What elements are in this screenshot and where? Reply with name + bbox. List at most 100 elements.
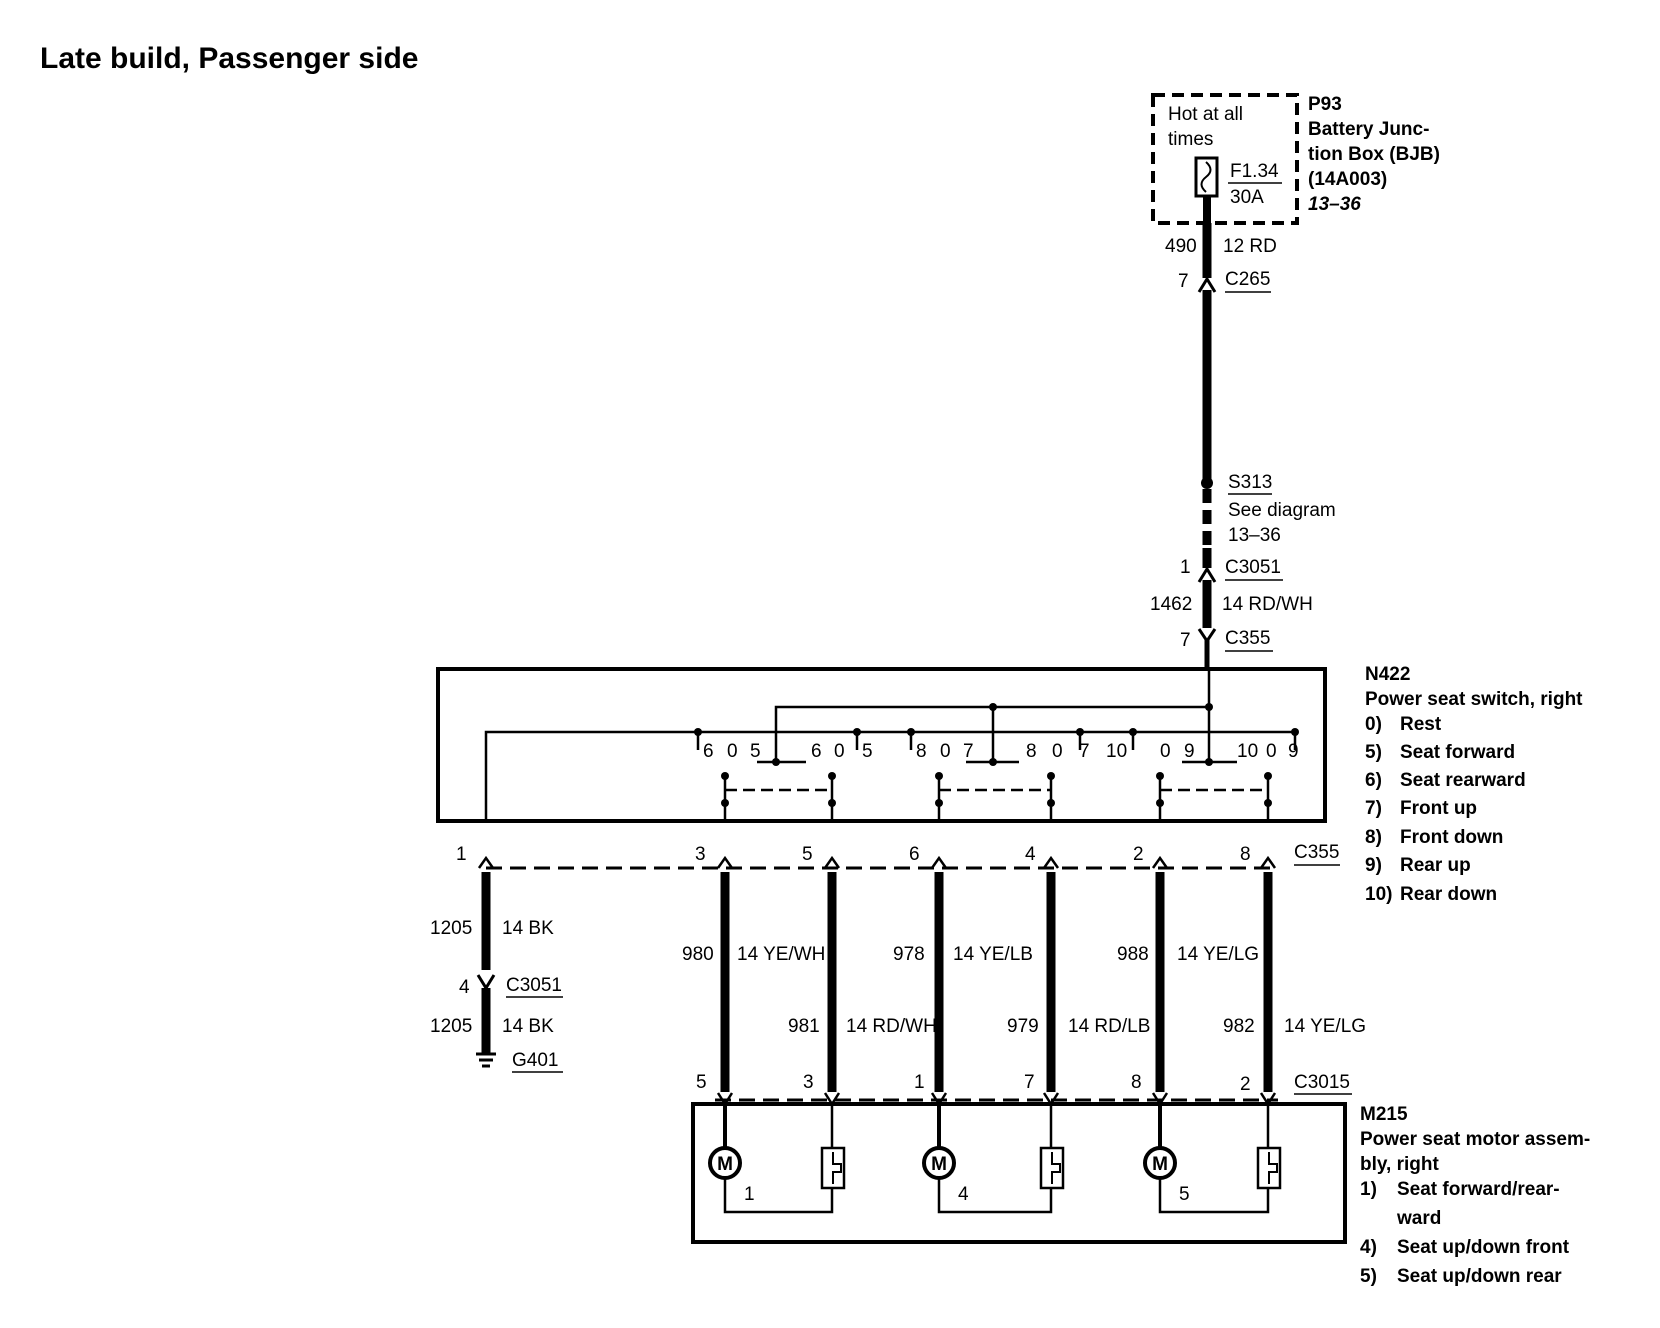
circuit-490: 490 [1165, 236, 1197, 257]
motor-unit-5: M 5 [1143, 1104, 1282, 1214]
contact-label: 0 [1052, 741, 1063, 762]
ground-icon [476, 1052, 496, 1068]
c3015-pin: 7 [1024, 1072, 1035, 1093]
contact-label: 7 [963, 741, 974, 762]
switch-name: Power seat switch, right [1365, 689, 1583, 710]
fuse-id: F1.34 [1230, 161, 1279, 182]
legend-text-8: Front down [1400, 827, 1503, 848]
c3015-pin: 3 [803, 1072, 814, 1093]
contact-label: 0 [727, 741, 738, 762]
c355-pin: 8 [1240, 844, 1251, 865]
s313-note-1: See diagram [1228, 500, 1336, 521]
c3015-pin: 8 [1131, 1072, 1142, 1093]
wire-circuit: 982 [1223, 1016, 1255, 1037]
motor-legend-key-4: 4) [1360, 1237, 1377, 1258]
bjb-ref: 13–36 [1308, 194, 1361, 215]
c3015-label: C3015 [1294, 1072, 1350, 1093]
wire-color: 14 YE/LG [1177, 944, 1259, 965]
c3015-pin-labels: 5 3 1 7 8 2 [696, 1072, 1251, 1095]
motor-legend-text-4: Seat up/down front [1397, 1237, 1570, 1258]
switch-n422-box [436, 667, 1327, 823]
s313-note-2: 13–36 [1228, 525, 1281, 546]
motor-name-1: Power seat motor assem- [1360, 1129, 1590, 1150]
wire-14rdwh: 14 RD/WH [1222, 594, 1313, 615]
motor-unit-1: M 1 [708, 1104, 846, 1214]
wire-color: 14 YE/LG [1284, 1016, 1366, 1037]
fuse-rating: 30A [1230, 187, 1264, 208]
ground-wire-2: 14 BK [502, 1016, 554, 1037]
c355-top-pin: 7 [1180, 630, 1191, 651]
motor-number: 4 [958, 1184, 969, 1205]
legend-text-6: Seat rearward [1400, 770, 1526, 791]
legend-key-9: 9) [1365, 855, 1382, 876]
contact-label: 9 [1288, 741, 1299, 762]
motor-name-2: bly, right [1360, 1154, 1439, 1175]
switch-internal-wiring [484, 669, 1297, 821]
c355-pin: 1 [456, 844, 467, 865]
c355-top-connector-icon [1197, 628, 1217, 644]
legend-key-8: 8) [1365, 827, 1382, 848]
legend-text-7: Front up [1400, 798, 1477, 819]
legend-key-0: 0) [1365, 714, 1382, 735]
motor-legend-text-5: Seat up/down rear [1397, 1266, 1562, 1287]
circuit-breaker-icon [1039, 1146, 1065, 1190]
ground-c3051-pin: 4 [459, 977, 470, 998]
legend-key-10: 10) [1365, 884, 1392, 905]
motor-legend-text-1: Seat forward/rear- [1397, 1179, 1560, 1200]
circuit-breaker-icon [1256, 1146, 1282, 1190]
contact-label: 10 [1237, 741, 1258, 762]
circuit-1462: 1462 [1150, 594, 1192, 615]
contact-label: 8 [916, 741, 927, 762]
motor-number: 1 [744, 1184, 755, 1205]
c355-top-label: C355 [1225, 628, 1270, 649]
motor-symbol: M [717, 1154, 733, 1175]
ground-c3051-label: C3051 [506, 975, 562, 996]
s313-splice-icon [1201, 477, 1213, 489]
c265-pin: 7 [1178, 271, 1189, 292]
contact-label: 10 [1106, 741, 1127, 762]
page-title: Late build, Passenger side [40, 42, 418, 75]
contact-label: 7 [1079, 741, 1090, 762]
contact-label: 0 [940, 741, 951, 762]
contact-label: 0 [1266, 741, 1277, 762]
c355-pin: 6 [909, 844, 920, 865]
c355-pin-arrows [477, 855, 1277, 869]
motor-symbol: M [931, 1154, 947, 1175]
wire-color: 14 RD/LB [1068, 1016, 1150, 1037]
contact-label: 6 [703, 741, 714, 762]
wire-12rd: 12 RD [1223, 236, 1277, 257]
harness-wires [720, 872, 1273, 1092]
switch-contact-labels: 6 0 5 6 0 5 8 0 7 8 0 7 10 0 9 10 0 9 [703, 741, 1299, 762]
contact-label: 0 [834, 741, 845, 762]
legend-text-10: Rear down [1400, 884, 1497, 905]
c355-pin: 2 [1133, 844, 1144, 865]
switch-legend: 0) Rest 5) Seat forward 6) Seat rearward… [1365, 714, 1526, 905]
motor-id: M215 [1360, 1104, 1408, 1125]
ground-wire-1: 14 BK [502, 918, 554, 939]
ground-circuit-1: 1205 [430, 918, 472, 939]
hot-at-all-times-label: Hot at all [1168, 104, 1243, 125]
motor-number: 5 [1179, 1184, 1190, 1205]
motor-legend: 1) Seat forward/rear- ward 4) Seat up/do… [1360, 1179, 1570, 1287]
c355-pin: 3 [695, 844, 706, 865]
wire-circuit: 979 [1007, 1016, 1039, 1037]
bjb-part: (14A003) [1308, 169, 1387, 190]
motor-unit-4: M 4 [922, 1104, 1065, 1214]
motor-legend-text-1b: ward [1396, 1208, 1441, 1229]
c355-pin: 5 [802, 844, 813, 865]
contact-label: 5 [750, 741, 761, 762]
c3015-pin: 2 [1240, 1074, 1251, 1095]
legend-key-6: 6) [1365, 770, 1382, 791]
bjb-id: P93 [1308, 94, 1342, 115]
wire-color: 14 YE/WH [737, 944, 825, 965]
c3051-label: C3051 [1225, 557, 1281, 578]
ground-circuit-2: 1205 [430, 1016, 472, 1037]
ground-id: G401 [512, 1050, 558, 1071]
fuse-element-icon [1200, 161, 1212, 193]
c3051-connector-icon [1197, 566, 1217, 583]
c355-bottom-label: C355 [1294, 842, 1339, 863]
c265-connector-icon [1197, 276, 1217, 293]
motor-m215-box [691, 1102, 1347, 1244]
s313-label: S313 [1228, 472, 1272, 493]
